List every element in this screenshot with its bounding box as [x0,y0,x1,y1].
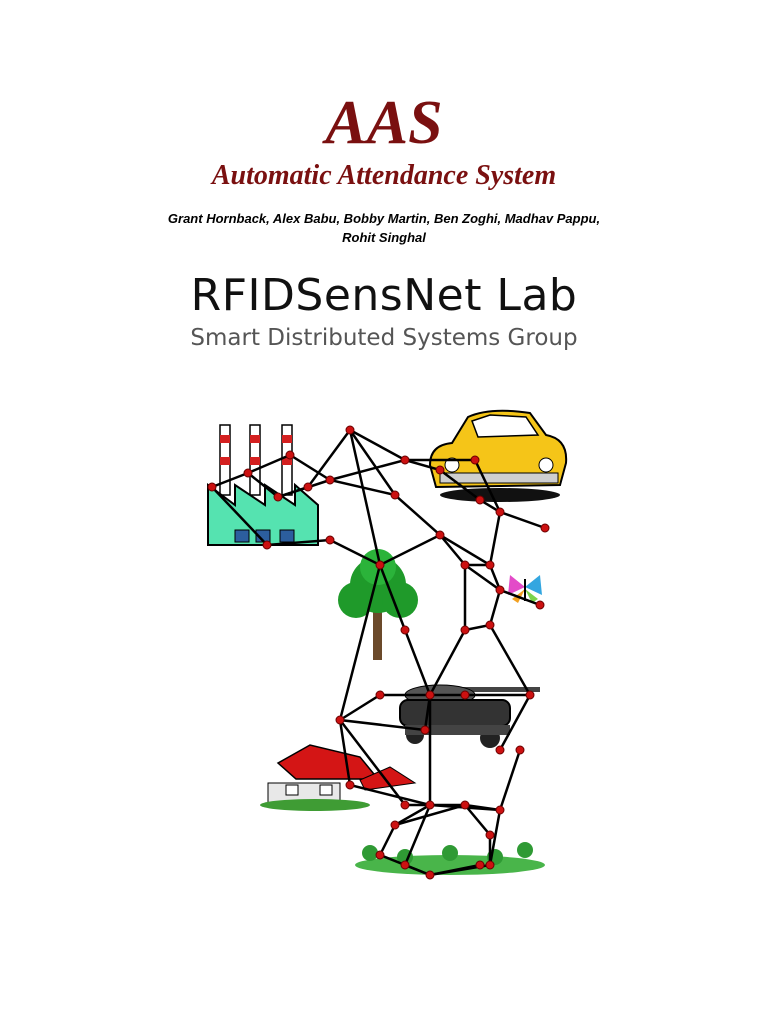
house-icon [260,744,417,811]
author-line-1: Grant Hornback, Alex Babu, Bobby Martin,… [167,211,601,226]
group-name: Smart Distributed Systems Group [190,325,578,351]
document-title: AAS [325,89,443,157]
lab-name: RFIDSensNet Lab [190,270,578,321]
document-subtitle: Automatic Attendance System [211,160,557,191]
network-nodes [207,425,550,880]
author-line-2: Rohit Singhal [342,230,426,245]
grass-icon [355,842,545,875]
car-icon [428,409,568,502]
sensor-network-illustration [207,409,568,880]
factory-icon [207,424,319,546]
author-list: Grant Hornback, Alex Babu, Bobby Martin,… [100,209,668,247]
